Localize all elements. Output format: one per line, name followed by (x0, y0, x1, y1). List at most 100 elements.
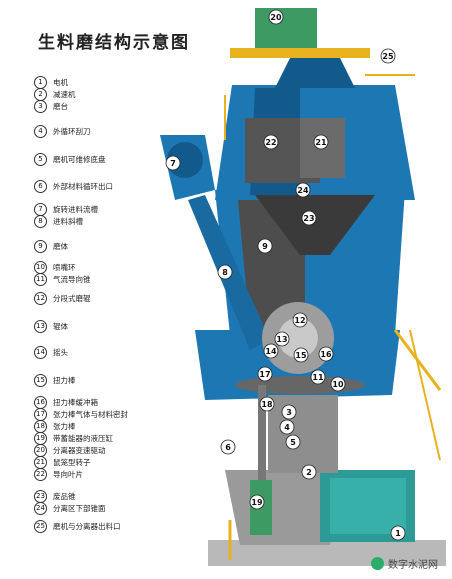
callout-17: 17 (257, 366, 273, 382)
legend-item: 6 外部材料循环出口 (34, 179, 113, 193)
separator-drive (255, 8, 317, 48)
callout-number: 1 (395, 529, 401, 538)
callout-15: 15 (293, 347, 309, 363)
legend-label: 喷嘴环 (53, 262, 76, 272)
callout-10: 10 (330, 376, 346, 392)
callout-number: 17 (259, 370, 270, 379)
callout-number: 2 (306, 468, 312, 477)
legend-label: 摇头 (53, 347, 68, 357)
callout-number: 8 (222, 268, 228, 277)
legend-label: 分离器变速驱动 (53, 445, 106, 455)
grinding-table (235, 376, 365, 394)
tension-rod (258, 385, 266, 485)
callout-8: 8 (217, 264, 233, 280)
watermark: 数字水泥网 (371, 556, 438, 571)
callout-12: 12 (292, 312, 308, 328)
roller-hub (278, 318, 318, 358)
legend-number: 15 (34, 373, 47, 387)
callout-number: 18 (261, 400, 273, 409)
legend-number: 5 (34, 152, 47, 166)
gearbox (268, 395, 338, 473)
watermark-text: 数字水泥网 (388, 560, 438, 571)
callout-number: 5 (290, 438, 296, 447)
legend-number: 4 (34, 124, 47, 138)
callout-number: 24 (297, 186, 309, 195)
legend-label: 磨体 (53, 241, 68, 251)
top-outlet (275, 58, 355, 88)
callout-number: 22 (265, 138, 276, 147)
legend-item: 25 磨机与分离器出料口 (34, 519, 121, 533)
legend-label: 废品锥 (53, 491, 76, 501)
callout-13: 13 (274, 331, 290, 347)
callout-1: 1 (390, 525, 406, 541)
callout-11: 11 (310, 369, 326, 385)
callout-number: 15 (295, 351, 307, 360)
callout-number: 6 (225, 443, 231, 452)
legend-label: 外部材料循环出口 (53, 181, 113, 191)
legend-label: 扭力棒 (53, 375, 76, 385)
top-platform (230, 48, 370, 58)
legend-label: 分离区下部锥面 (53, 503, 106, 513)
legend-label: 鼠笼型转子 (53, 457, 91, 467)
legend-label: 电机 (53, 77, 68, 87)
callout-9: 9 (257, 238, 273, 254)
legend-label: 张力棒 (53, 421, 76, 431)
legend-label: 旋转进料流槽 (53, 204, 98, 214)
callout-number: 4 (284, 423, 290, 432)
callout-18: 18 (259, 396, 275, 412)
callout-20: 20 (268, 9, 284, 25)
legend-label: 带蓄能器的液压缸 (53, 433, 113, 443)
legend-label: 辊体 (53, 321, 68, 331)
page-title: 生料磨结构示意图 (38, 33, 190, 53)
legend-item: 9 磨体 (34, 239, 68, 253)
callout-19: 19 (249, 494, 265, 510)
callout-21: 21 (313, 134, 329, 150)
callout-22: 22 (263, 134, 279, 150)
callout-number: 7 (170, 159, 176, 168)
legend-item: 15 扭力棒 (34, 373, 76, 387)
legend-number: 13 (34, 319, 47, 333)
callout-number: 23 (303, 214, 314, 223)
legend-label: 减速机 (53, 89, 76, 99)
legend-label: 扭力棒缓冲箱 (53, 397, 98, 407)
reject-cone (255, 195, 375, 255)
legend-number: 9 (34, 239, 47, 253)
callout-number: 10 (332, 380, 344, 389)
callout-number: 12 (294, 316, 305, 325)
legend-label: 气流导向锥 (53, 274, 91, 284)
legend-number: 25 (34, 519, 47, 533)
legend-label: 进料斜槽 (53, 216, 83, 226)
legend-label: 分段式磨辊 (53, 293, 91, 303)
callout-3: 3 (281, 404, 297, 420)
legend-number: 14 (34, 345, 47, 359)
legend-number: 6 (34, 179, 47, 193)
callout-16: 16 (318, 346, 334, 362)
legend-item: 21 鼠笼型转子 (34, 455, 91, 469)
legend-number: 22 (34, 467, 47, 481)
callout-2: 2 (301, 464, 317, 480)
legend-label: 磨台 (53, 101, 68, 111)
legend-number: 21 (34, 455, 47, 469)
legend-number: 3 (34, 99, 47, 113)
callout-number: 16 (320, 350, 332, 359)
callout-number: 3 (286, 408, 292, 417)
callout-24: 24 (295, 182, 311, 198)
callout-25: 25 (380, 48, 396, 64)
legend-label: 导向叶片 (53, 469, 83, 479)
callout-14: 14 (263, 343, 279, 359)
legend-item: 22 导向叶片 (34, 467, 83, 481)
legend-label: 磨机与分离器出料口 (53, 521, 121, 531)
callout-number: 25 (382, 52, 394, 61)
callout-4: 4 (279, 419, 295, 435)
callout-number: 13 (276, 335, 287, 344)
callout-7: 7 (165, 155, 181, 171)
legend-item: 14 摇头 (34, 345, 68, 359)
legend-label: 张力棒气体与材料密封 (53, 409, 128, 419)
callout-5: 5 (285, 434, 301, 450)
